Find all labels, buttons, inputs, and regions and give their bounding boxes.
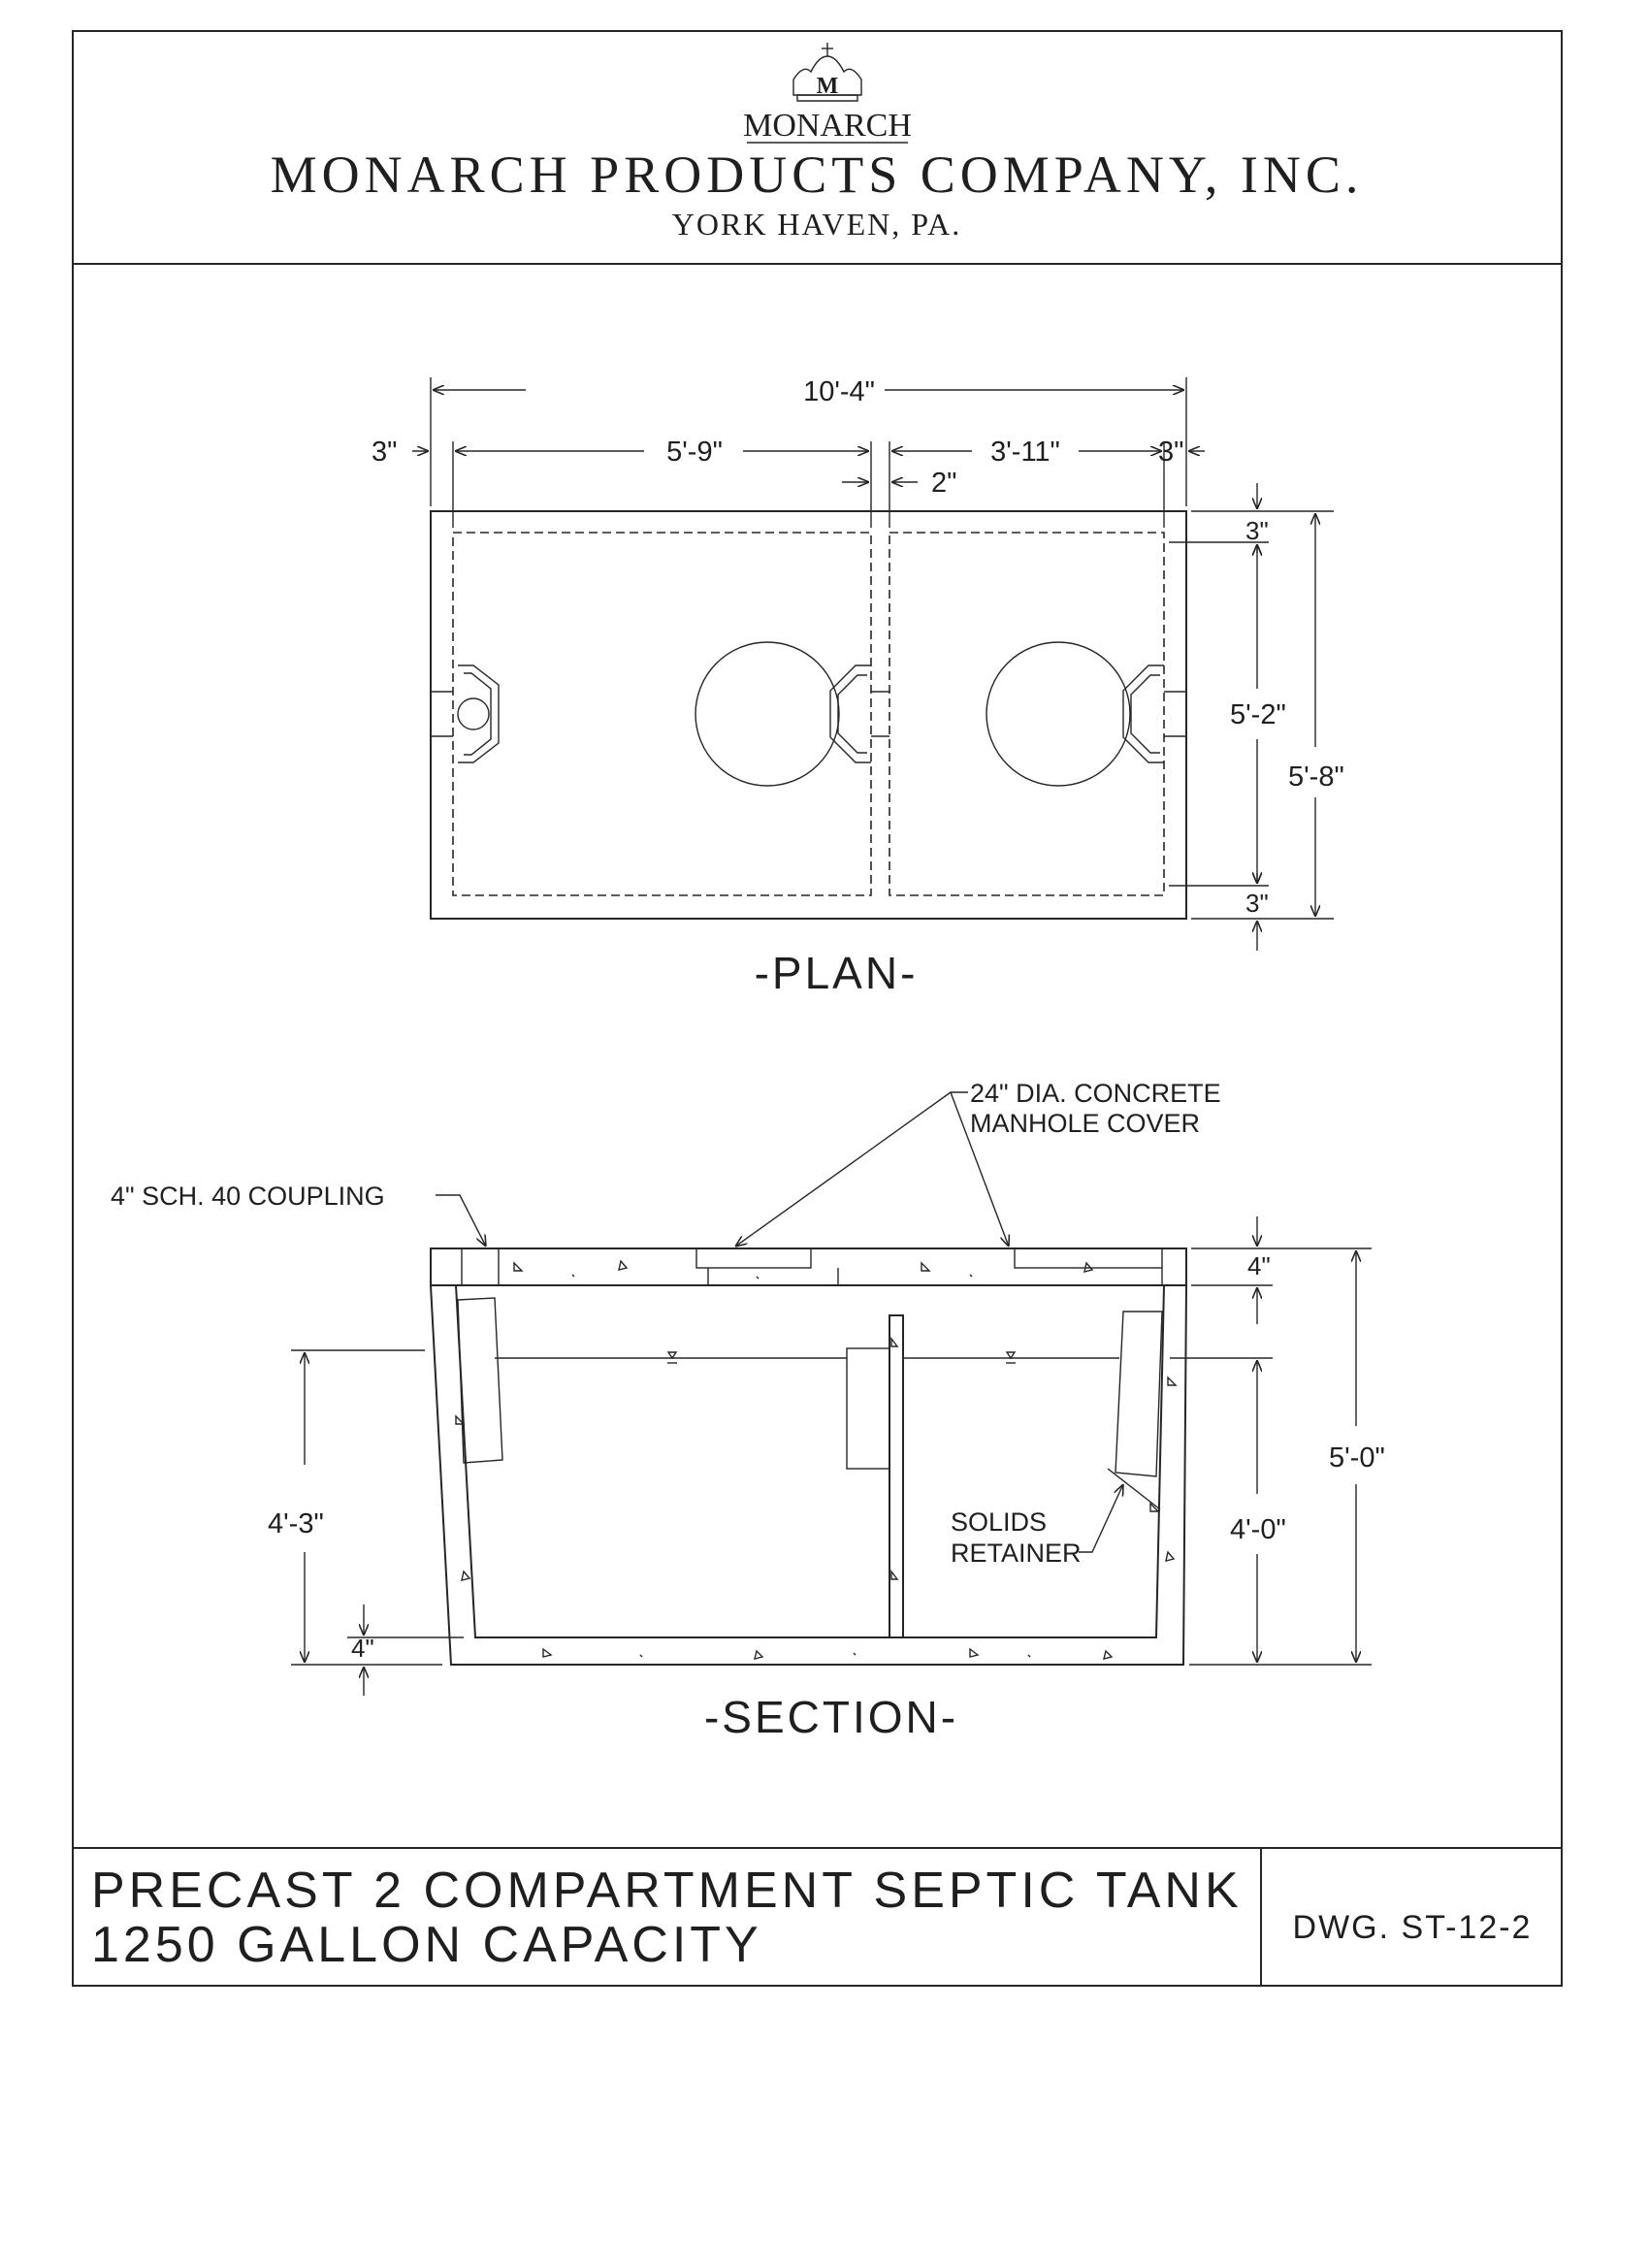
dim-section-floor-thickness: 4" (351, 1634, 374, 1663)
plan-partition-tee (829, 664, 889, 763)
drawing-number: DWG. ST-12-2 (1293, 1909, 1533, 1946)
callout-manhole-cover-line1: 24" DIA. CONCRETE (970, 1079, 1221, 1108)
plan-title: -PLAN- (755, 948, 919, 998)
callout-manhole-cover-line2: MANHOLE COVER (970, 1109, 1200, 1138)
section-partition-baffle (846, 1347, 890, 1470)
callout-solids-retainer-line2: RETAINER (951, 1539, 1082, 1568)
dim-plan-left-wall: 3" (372, 437, 397, 468)
section-lid (430, 1247, 1187, 1286)
section-outlet-baffle (1115, 1311, 1163, 1477)
concrete-hatch (455, 1259, 1178, 1660)
dim-plan-right-compartment: 3'-11" (990, 437, 1060, 468)
section-manhole-cover-1 (695, 1247, 812, 1269)
section-inlet-baffle (457, 1297, 503, 1464)
section-outer-shell (430, 1284, 1187, 1666)
dim-plan-overall-length: 10'-4" (803, 376, 875, 407)
logo-wordmark: MONARCH (743, 108, 912, 144)
plan-manhole-1 (695, 641, 840, 787)
drawing-title-line2: 1250 GALLON CAPACITY (91, 1917, 762, 1973)
section-manhole-cover-2 (1014, 1247, 1163, 1269)
plan-compartment-1 (452, 532, 872, 896)
section-view: 24" DIA. CONCRETE MANHOLE COVER 4" SCH. … (111, 1079, 1385, 1742)
drawing-title-line1: PRECAST 2 COMPARTMENT SEPTIC TANK (91, 1863, 1243, 1919)
company-location: YORK HAVEN, PA. (672, 207, 962, 242)
sheet-border (72, 30, 1563, 1987)
callout-coupling: 4" SCH. 40 COUPLING (111, 1182, 385, 1211)
dim-plan-left-compartment: 5'-9" (666, 437, 723, 468)
callout-solids-retainer-line1: SOLIDS (951, 1507, 1047, 1537)
dim-section-liquid-depth-left: 4'-3" (268, 1508, 324, 1539)
section-inner-shell (455, 1284, 1165, 1638)
plan-outer-wall (430, 510, 1187, 920)
plan-compartment-2 (889, 532, 1165, 896)
dim-plan-bottom-wall: 3" (1245, 889, 1269, 918)
title-block: PRECAST 2 COMPARTMENT SEPTIC TANK 1250 G… (73, 1847, 1562, 1986)
section-title: -SECTION- (704, 1692, 958, 1742)
company-name: MONARCH PRODUCTS COMPANY, INC. (271, 146, 1364, 204)
dim-section-lid-thickness: 4" (1247, 1251, 1271, 1280)
monarch-logo: M MONARCH (743, 43, 912, 144)
plan-inlet-tee (431, 664, 500, 763)
dim-plan-right-wall: 3" (1158, 437, 1183, 468)
dim-section-overall-height: 5'-0" (1329, 1442, 1385, 1474)
plan-view: 10'-4" 3" 5'-9" 3'-11" 3" 2" 3" 5'-2" 3" (372, 376, 1344, 998)
dim-plan-overall-width: 5'-8" (1288, 761, 1344, 793)
section-partition (889, 1314, 904, 1638)
svg-text:M: M (817, 74, 839, 99)
plan-manhole-2 (986, 641, 1131, 787)
dim-section-liquid-depth-right: 4'-0" (1230, 1514, 1286, 1545)
dim-plan-inner-width: 5'-2" (1230, 699, 1286, 730)
dim-plan-partition: 2" (931, 468, 956, 499)
section-solids-retainer (1107, 1468, 1161, 1510)
plan-outlet-tee (1122, 664, 1186, 763)
dim-plan-top-wall: 3" (1245, 516, 1269, 545)
